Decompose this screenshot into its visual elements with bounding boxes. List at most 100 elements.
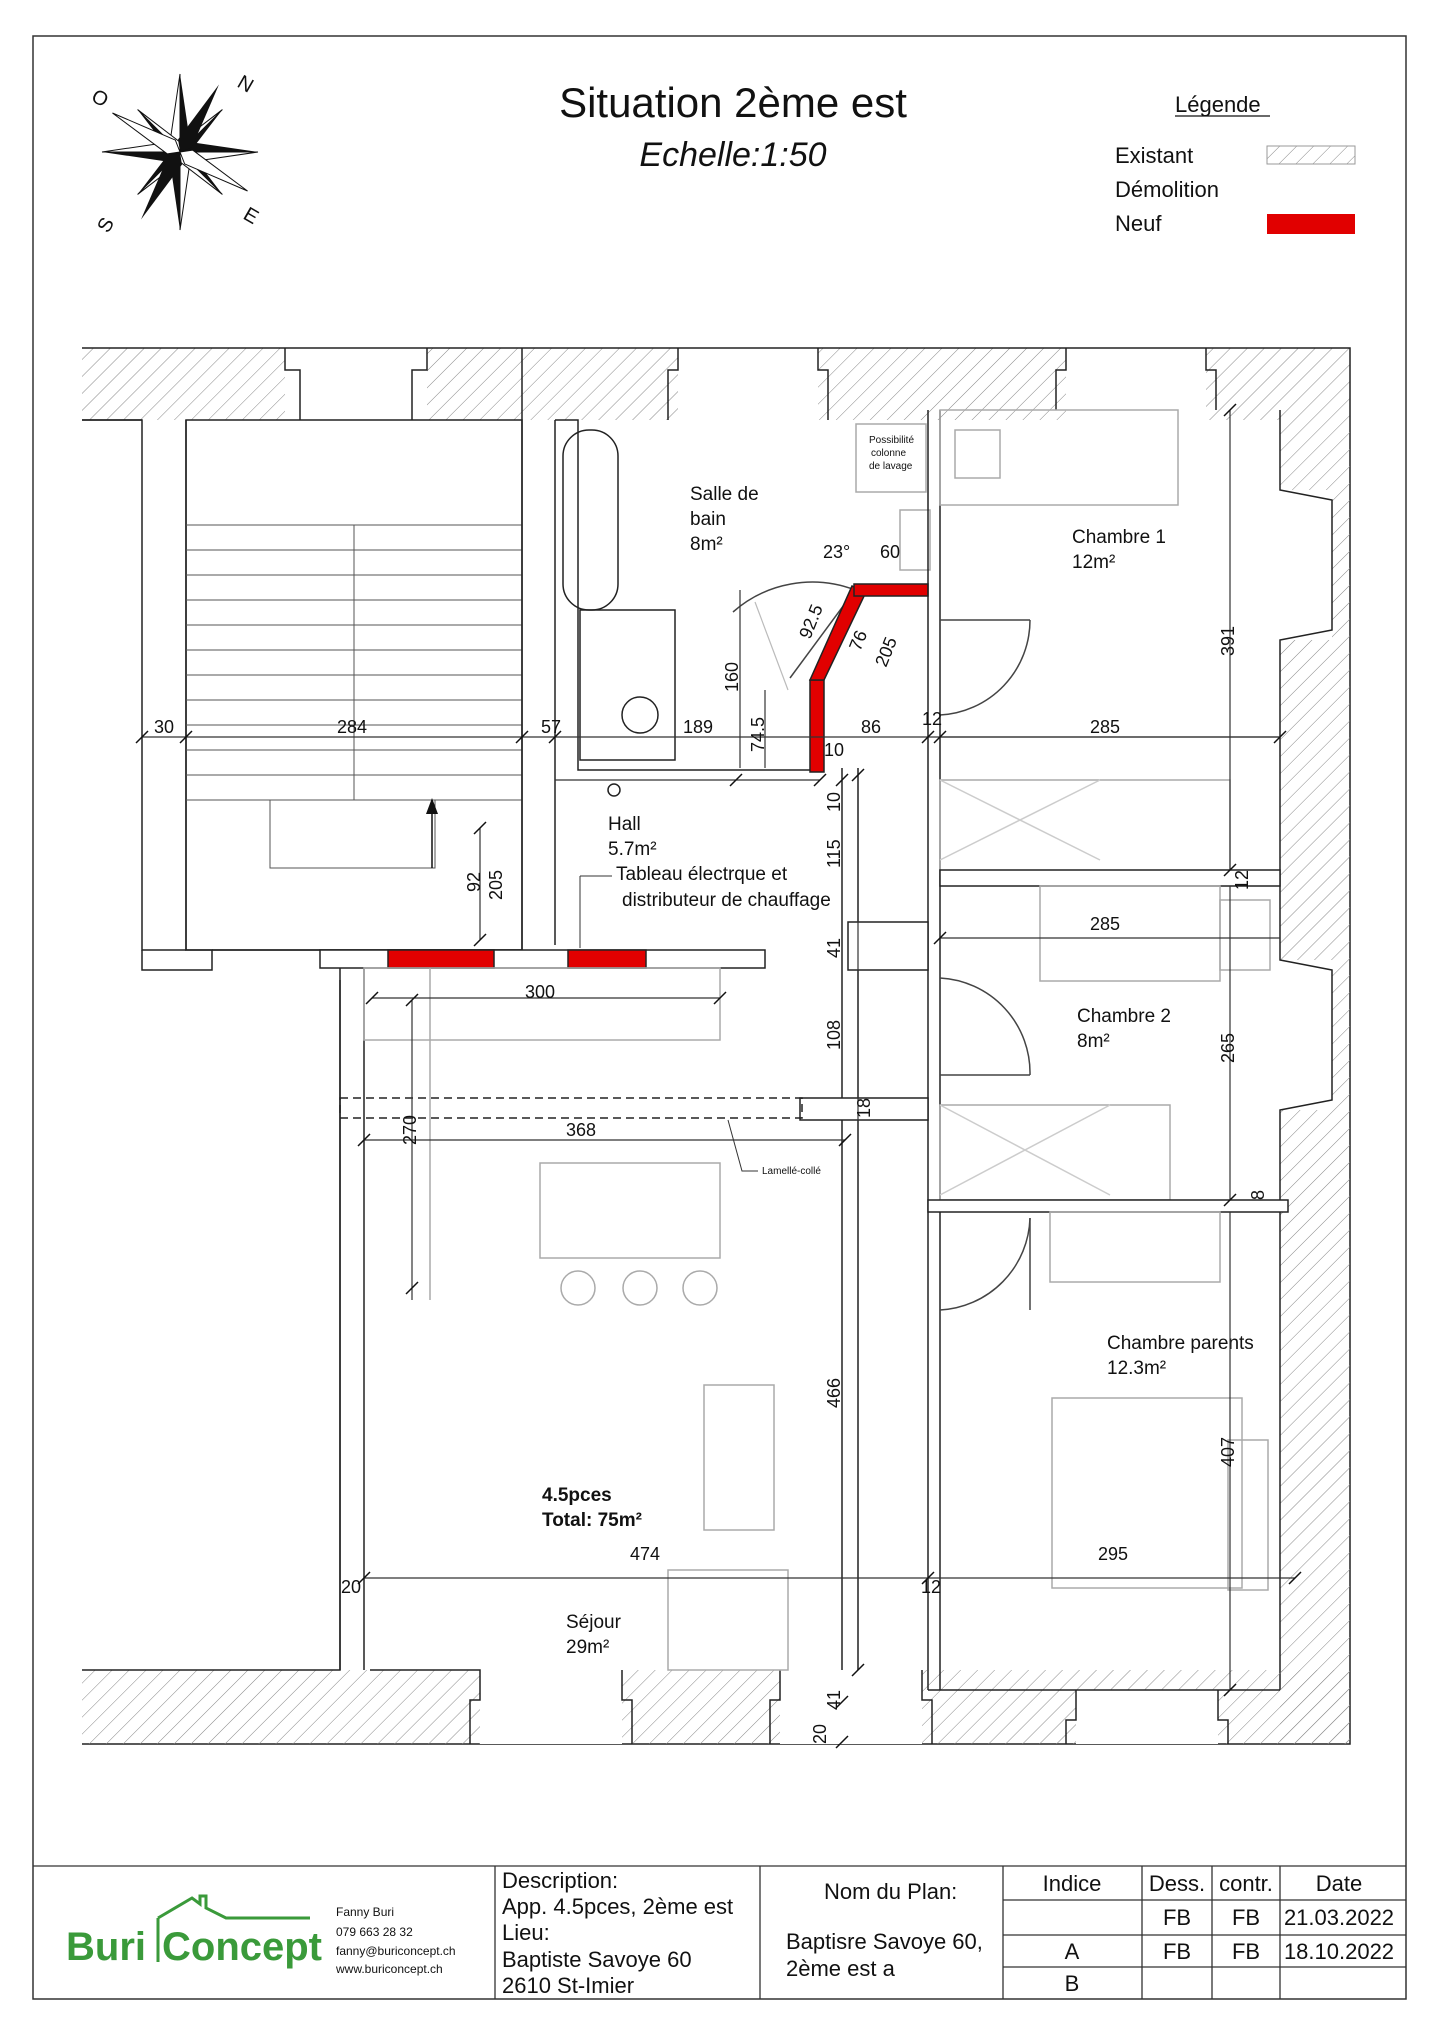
dim-285a: 285 bbox=[1090, 717, 1120, 737]
tv-cabinet bbox=[667, 1569, 789, 1671]
washing-note-2: colonne bbox=[871, 448, 906, 459]
wall-bottom-inner-6 bbox=[1065, 1690, 1077, 1744]
bath-area: 8m² bbox=[690, 534, 723, 555]
window-right-1 bbox=[1280, 490, 1332, 640]
row1-date: 21.03.2022 bbox=[1284, 1905, 1394, 1930]
legend-new-swatch bbox=[1267, 214, 1355, 234]
row2-contr: FB bbox=[1232, 1939, 1260, 1964]
dim-270: 270 bbox=[400, 1115, 420, 1145]
kitchen-counter bbox=[363, 967, 721, 1041]
wall-ch1-ch2 bbox=[939, 869, 1281, 887]
wall-top-outline bbox=[82, 347, 1351, 1745]
contact-phone: 079 663 28 32 bbox=[336, 1925, 413, 1939]
bathtub bbox=[562, 429, 619, 611]
dim-86: 86 bbox=[861, 717, 881, 737]
total-area: Total: 75m² bbox=[542, 1510, 642, 1531]
contact-web: www.buriconcept.ch bbox=[335, 1962, 443, 1976]
parents-bed bbox=[1051, 1397, 1243, 1589]
wall-bottom-inner-2 bbox=[370, 1669, 481, 1744]
contact-email: fanny@buriconcept.ch bbox=[336, 1944, 456, 1958]
dim-18: 18 bbox=[854, 1098, 874, 1118]
dim-466: 466 bbox=[824, 1378, 844, 1408]
toilet bbox=[899, 509, 931, 571]
beam-label: Lamellé-collé bbox=[762, 1166, 821, 1177]
new-wall-1 bbox=[387, 949, 495, 969]
dim-205a: 205 bbox=[871, 634, 901, 669]
legend-existing-label: Existant bbox=[1115, 143, 1193, 168]
wall-corridor-stub bbox=[799, 1097, 929, 1121]
wall-bottom-inner-7 bbox=[1217, 1690, 1229, 1744]
drain-icon bbox=[607, 783, 621, 797]
wall-ch2-parents bbox=[927, 1199, 1289, 1213]
bath-name-1: Salle de bbox=[690, 484, 759, 505]
hall-area: 5.7m² bbox=[608, 839, 657, 860]
brand-logo: Buri Concept bbox=[66, 1894, 322, 1969]
window-jamb-4 bbox=[817, 348, 829, 420]
col-contr: contr. bbox=[1219, 1871, 1273, 1896]
washing-note-3: de lavage bbox=[869, 461, 913, 472]
window-bottom-1 bbox=[480, 1670, 622, 1744]
ch2-name: Chambre 2 bbox=[1077, 1006, 1171, 1027]
col-indice: Indice bbox=[1043, 1871, 1102, 1896]
bath-name-2: bain bbox=[690, 509, 726, 530]
col-dess: Dess. bbox=[1149, 1871, 1205, 1896]
dim-300: 300 bbox=[525, 982, 555, 1002]
panel-note-1: Tableau électrque et bbox=[616, 864, 788, 885]
parents-nightstand bbox=[1227, 1439, 1269, 1591]
stair-steps bbox=[186, 524, 522, 869]
brand-name-1: Buri bbox=[66, 1925, 146, 1969]
total-rooms: 4.5pces bbox=[542, 1485, 612, 1506]
dim-41b: 41 bbox=[824, 1690, 844, 1710]
dim-10b: 10 bbox=[824, 792, 844, 812]
floor-plan bbox=[82, 347, 1351, 1745]
ch2-door-arc bbox=[939, 977, 1031, 1076]
dim-368: 368 bbox=[566, 1120, 596, 1140]
beam-dashed bbox=[339, 1097, 803, 1119]
dim-115: 115 bbox=[824, 839, 844, 868]
window-top-1 bbox=[285, 348, 427, 420]
wall-cross bbox=[319, 949, 766, 969]
window-top-2 bbox=[678, 348, 818, 420]
plan-name-line-1: Baptisre Savoye 60, bbox=[786, 1929, 983, 1954]
legend-existing-swatch bbox=[1266, 145, 1356, 165]
dim-284: 284 bbox=[337, 717, 367, 737]
row1-contr: FB bbox=[1232, 1905, 1260, 1930]
parents-wardrobe bbox=[1049, 1211, 1221, 1283]
parents-area: 12.3m² bbox=[1107, 1358, 1166, 1379]
compass-rose-icon: N E S O bbox=[88, 71, 263, 237]
brand-name-2: Concept bbox=[162, 1925, 322, 1969]
plan-name-label: Nom du Plan: bbox=[824, 1879, 957, 1904]
ch1-name: Chambre 1 bbox=[1072, 527, 1166, 548]
col-date: Date bbox=[1316, 1871, 1362, 1896]
ch2-area: 8m² bbox=[1077, 1031, 1110, 1052]
legend-demolition-label: Démolition bbox=[1115, 177, 1219, 202]
description-value: App. 4.5pces, 2ème est bbox=[502, 1894, 733, 1919]
window-top-3 bbox=[1066, 348, 1206, 420]
dimension-ticks bbox=[135, 403, 1302, 1749]
row3-indice: B bbox=[1065, 1971, 1080, 1996]
dim-189: 189 bbox=[683, 717, 713, 737]
compass-s-label: S bbox=[93, 214, 119, 237]
dim-41a: 41 bbox=[824, 938, 844, 958]
dim-12b: 12 bbox=[1232, 870, 1252, 890]
window-jamb-1 bbox=[284, 348, 301, 420]
ch1-desk bbox=[954, 429, 1001, 479]
window-jamb-5 bbox=[1055, 348, 1067, 410]
beam-leader bbox=[727, 1119, 758, 1172]
new-wall-2 bbox=[567, 949, 647, 969]
wall-bottom-inner-3 bbox=[621, 1670, 633, 1744]
stair-arrow-icon bbox=[426, 798, 438, 814]
plan-title: Situation 2ème est bbox=[559, 79, 907, 126]
wall-ch2-stub bbox=[847, 921, 929, 971]
dim-74-5: 74.5 bbox=[748, 717, 768, 752]
ch2-wardrobe bbox=[1039, 885, 1221, 982]
dim-12a: 12 bbox=[922, 709, 942, 729]
ch2-desk bbox=[1219, 899, 1271, 971]
wall-bottom-inner-4 bbox=[769, 1670, 781, 1744]
wall-left-stair-2 bbox=[141, 420, 213, 971]
title-block bbox=[33, 1865, 1406, 1999]
dim-391: 391 bbox=[1218, 626, 1238, 656]
dim-92: 92 bbox=[464, 872, 484, 892]
row2-date: 18.10.2022 bbox=[1284, 1939, 1394, 1964]
